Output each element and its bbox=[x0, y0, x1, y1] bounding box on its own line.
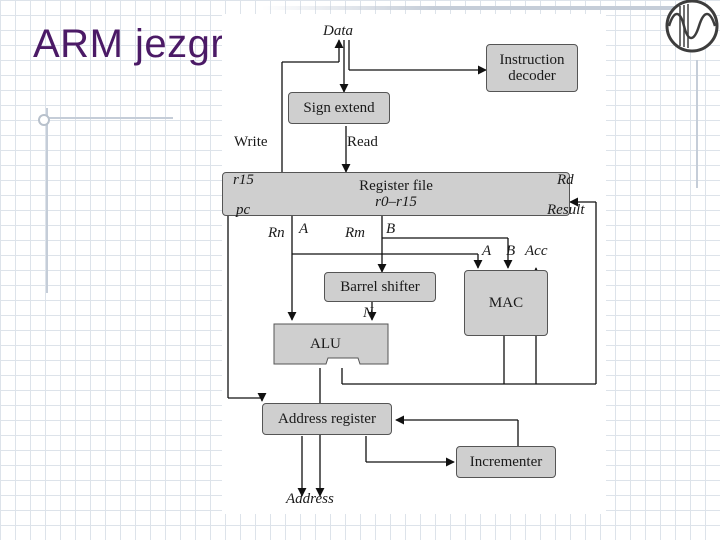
mac-b-label: B bbox=[506, 243, 516, 259]
data-label: Data bbox=[323, 23, 353, 39]
top-decorative-rule bbox=[262, 6, 692, 10]
r15-label: r15 bbox=[233, 172, 254, 188]
rule-circle-marker bbox=[38, 114, 50, 126]
write-label: Write bbox=[234, 134, 268, 150]
alu-label: ALU bbox=[310, 336, 341, 352]
a-bus-label: A bbox=[299, 221, 309, 237]
sign-extend-block: Sign extend bbox=[288, 92, 390, 124]
instruction-decoder-line1: Instruction bbox=[499, 51, 565, 68]
slide-title: ARM jezgro: bbox=[33, 22, 259, 66]
rn-label: Rn bbox=[268, 225, 285, 241]
acc-label: Acc bbox=[525, 243, 548, 259]
register-file-range: r0–r15 bbox=[375, 194, 417, 210]
register-file-label: Register file bbox=[359, 177, 433, 194]
left-decorative-rule bbox=[46, 108, 48, 293]
mac-a-label: A bbox=[482, 243, 492, 259]
mac-block: MAC bbox=[464, 270, 548, 336]
arm-core-block-diagram: Instruction decoder Sign extend Register… bbox=[222, 14, 606, 514]
sine-wave-logo-icon bbox=[660, 0, 720, 56]
mac-label: MAC bbox=[488, 294, 524, 311]
barrel-shifter-label: Barrel shifter bbox=[340, 278, 420, 295]
address-register-label: Address register bbox=[278, 410, 376, 427]
incrementer-label: Incrementer bbox=[469, 453, 543, 470]
barrel-shifter-block: Barrel shifter bbox=[324, 272, 436, 302]
register-file-block: Register file r0–r15 bbox=[222, 172, 570, 216]
instruction-decoder-line2: decoder bbox=[508, 68, 556, 84]
diagram-connections bbox=[227, 39, 597, 497]
sign-extend-label: Sign extend bbox=[303, 99, 375, 116]
address-output-label: Address bbox=[286, 491, 334, 507]
instruction-decoder-block: Instruction decoder bbox=[486, 44, 578, 92]
left-horizontal-rule bbox=[40, 117, 173, 119]
n-label: N bbox=[363, 305, 374, 321]
b-bus-label: B bbox=[386, 221, 396, 237]
pc-label: pc bbox=[236, 202, 251, 218]
alu-shape bbox=[273, 323, 389, 365]
read-label: Read bbox=[347, 134, 378, 150]
address-register-block: Address register bbox=[262, 403, 392, 435]
incrementer-block: Incrementer bbox=[456, 446, 556, 478]
result-label: Result bbox=[547, 202, 585, 218]
rm-label: Rm bbox=[345, 225, 365, 241]
right-decorative-rule bbox=[696, 60, 698, 188]
rd-label: Rd bbox=[557, 172, 574, 188]
